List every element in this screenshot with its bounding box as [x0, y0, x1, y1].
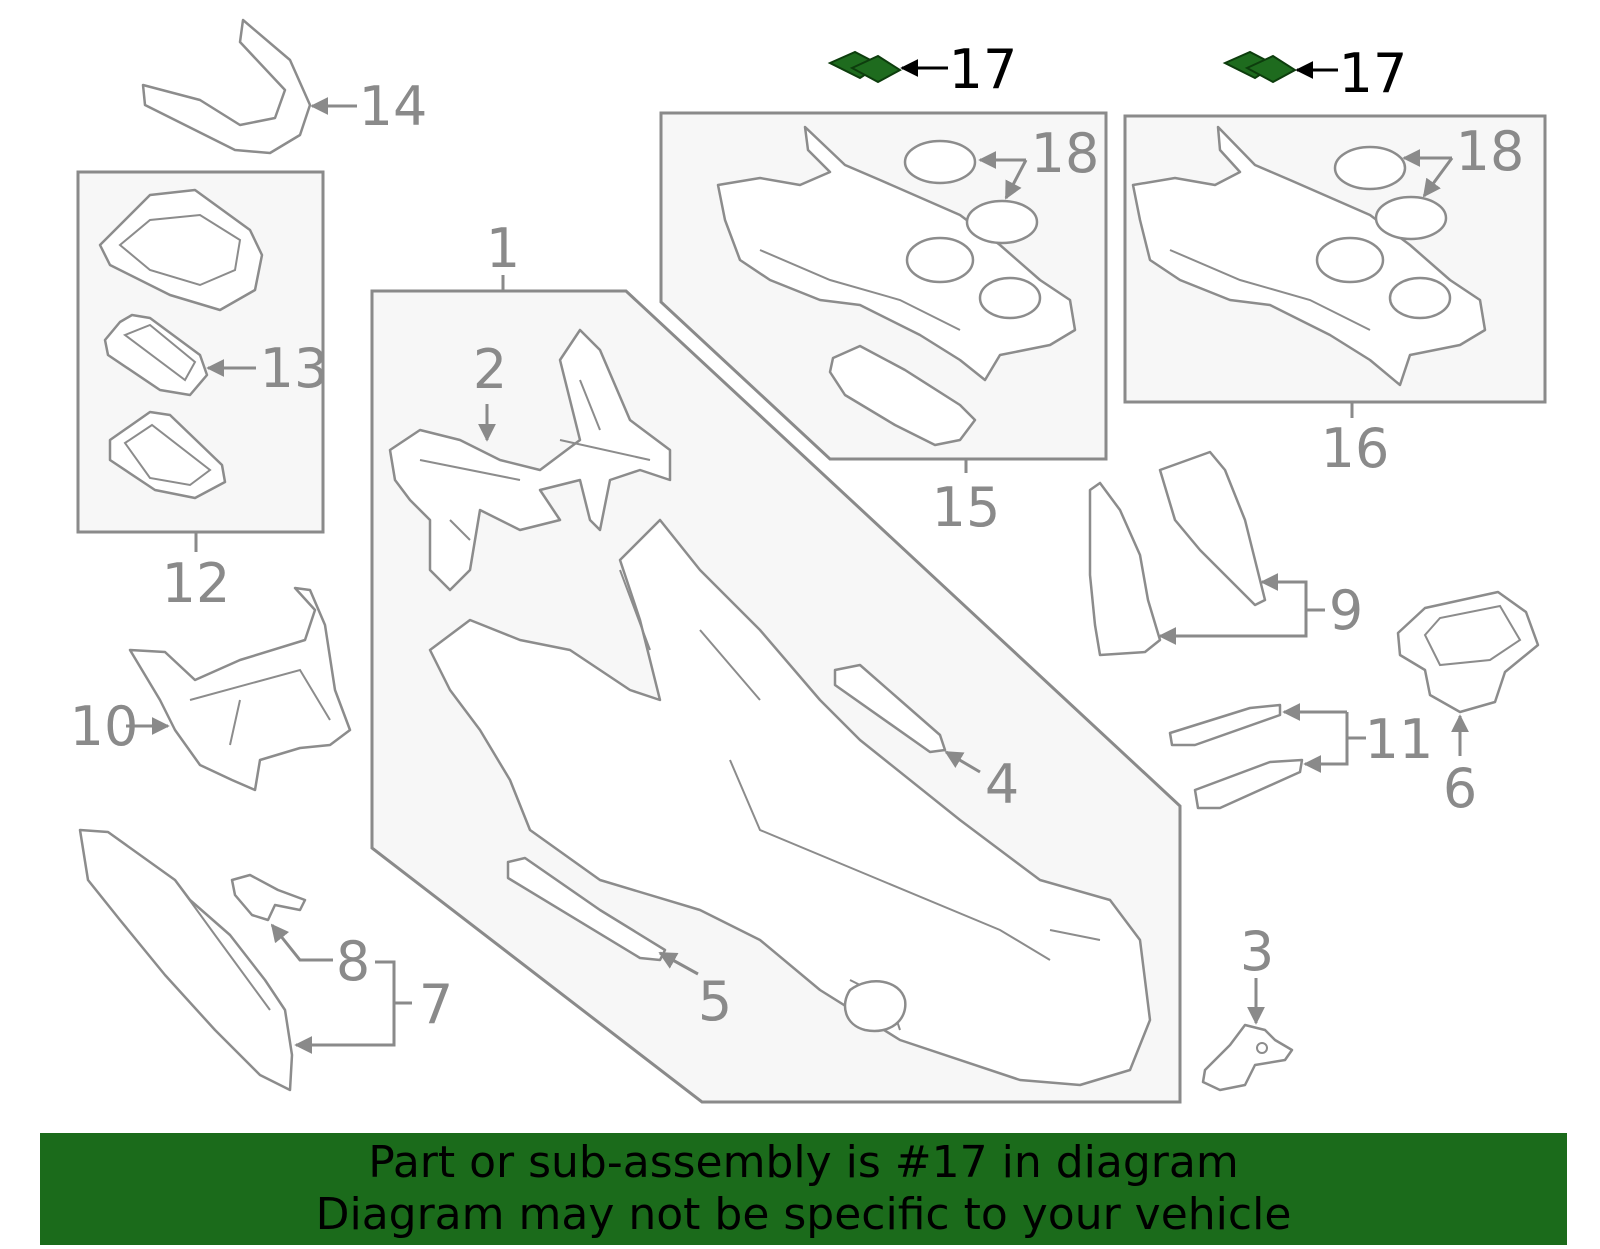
callout-5: 5 [698, 970, 732, 1033]
part-7-side-panel[interactable] [78, 828, 294, 1092]
callout-6: 6 [1443, 757, 1477, 820]
part-2-bracket[interactable] [388, 328, 672, 592]
callout-3: 3 [1240, 920, 1274, 983]
highlight-notice-banner: Part or sub-assembly is #17 in diagram D… [40, 1133, 1567, 1245]
callout-11: 11 [1365, 708, 1434, 771]
callout-10: 10 [70, 695, 139, 758]
leader-4 [944, 750, 981, 774]
callout-1: 1 [486, 217, 520, 280]
callout-2: 2 [473, 338, 507, 401]
callout-14: 14 [359, 75, 428, 138]
part-17-highlight-left[interactable]: 17 [827, 38, 1018, 101]
callout-17-right: 17 [1339, 42, 1408, 105]
part-11-trim-strips[interactable]: 11 [1168, 703, 1434, 810]
part-4-trim-strip[interactable] [833, 663, 947, 754]
cup-holder-trim-16[interactable] [1131, 125, 1487, 387]
part-1-console-body[interactable] [428, 518, 1152, 1087]
callout-9: 9 [1329, 579, 1363, 642]
banner-line-disclaimer: Diagram may not be specific to your vehi… [315, 1189, 1292, 1240]
leader-8 [270, 923, 333, 962]
part-9-side-trims[interactable]: 9 [1088, 450, 1363, 657]
shifter-bezel-top[interactable] [98, 188, 264, 312]
part-18-mat-2[interactable] [965, 199, 1039, 245]
callout-16: 16 [1321, 417, 1390, 480]
shifter-bezel-group: 13 12 [76, 170, 329, 615]
leader-5 [658, 951, 699, 976]
callout-18-left: 18 [1031, 122, 1100, 185]
cup-holder-trim-15[interactable] [716, 125, 1077, 382]
part-17-highlight-right[interactable]: 17 [1222, 42, 1408, 105]
callout-18-right: 18 [1456, 120, 1525, 183]
part-14-trim[interactable]: 14 [141, 18, 428, 155]
callout-17-left: 17 [949, 38, 1018, 101]
part-8-clip[interactable] [230, 873, 307, 922]
part-13-boot[interactable] [103, 313, 209, 397]
callout-15: 15 [932, 476, 1001, 539]
part-18-mat-4[interactable] [1374, 195, 1448, 241]
part-6-storage-bin[interactable]: 6 [1396, 590, 1540, 820]
callout-7: 7 [419, 973, 453, 1036]
callout-12: 12 [162, 552, 231, 615]
callout-13: 13 [260, 337, 329, 400]
part-18-mat-1[interactable] [903, 139, 977, 185]
callout-8: 8 [336, 930, 370, 993]
banner-line-part-number: Part or sub-assembly is #17 in diagram [368, 1137, 1239, 1188]
part-10-bracket[interactable]: 10 [70, 586, 352, 792]
part-15-bin-insert[interactable] [828, 344, 977, 447]
part-18-mat-3[interactable] [1333, 145, 1407, 191]
cup-holder-group-15: 18 15 [659, 111, 1108, 539]
callout-4: 4 [985, 753, 1019, 816]
console-assembly-group: 1 2 4 5 [370, 217, 1182, 1104]
part-3-bracket[interactable]: 3 [1201, 920, 1294, 1092]
cup-holder-group-16: 18 16 [1123, 114, 1547, 480]
